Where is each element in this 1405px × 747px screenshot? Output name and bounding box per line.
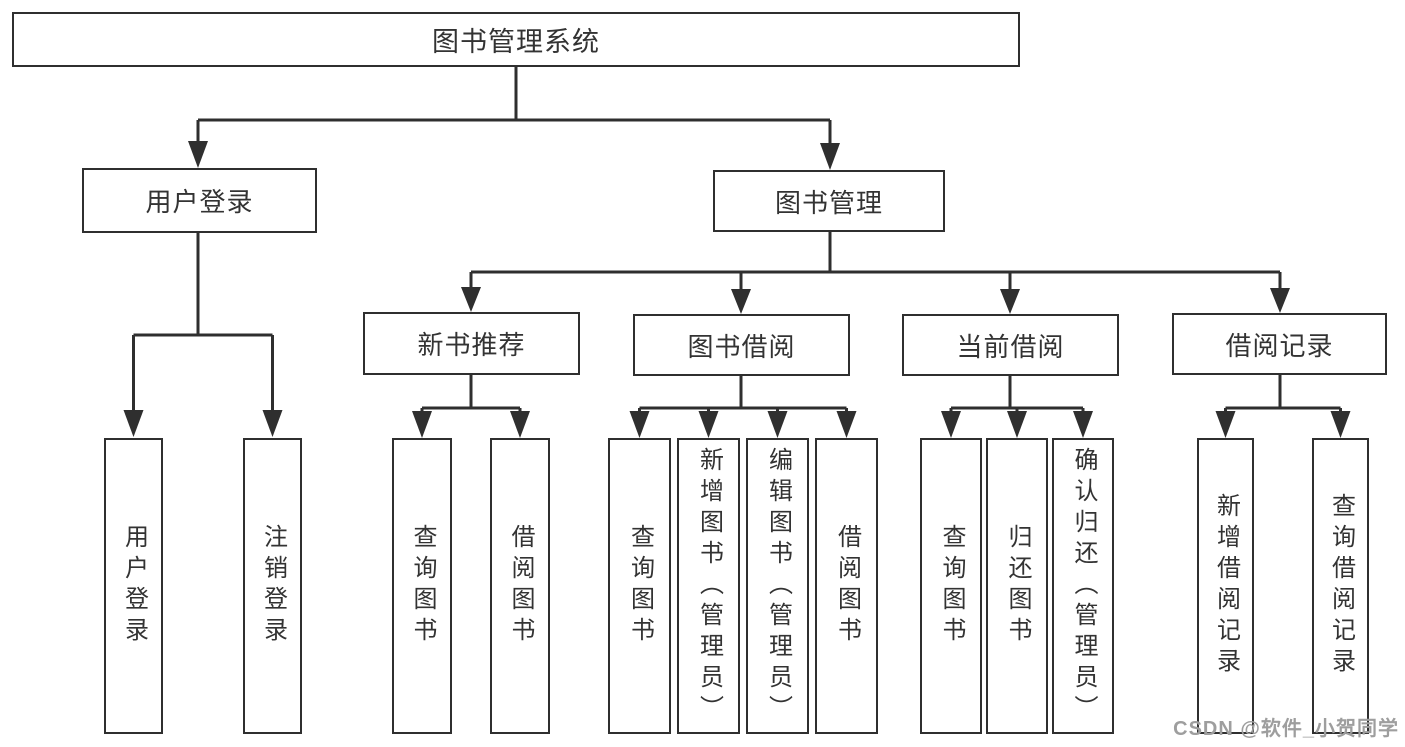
leaf-user-login: 用户登录 [104,438,163,734]
node-label: 用户登录 [145,187,254,217]
connector-userlogin-to-leaves [132,233,274,412]
node-user-login: 用户登录 [82,168,317,233]
node-label: 新增借阅记录 [1212,493,1240,679]
node-label: 图书管理 [774,187,883,218]
arrowhead [1007,411,1027,438]
connector-borrowing-to-leaves [638,376,848,414]
node-label: 确认归还（管理员） [1070,446,1097,726]
connector-newbook-to-leaves [420,375,522,414]
node-current-borrowing: 当前借阅 [902,314,1119,376]
node-label: 当前借阅 [956,331,1065,362]
node-new-book-recommend: 新书推荐 [363,312,580,375]
arrowhead [767,411,788,438]
node-label: 查询图书 [626,524,654,648]
arrowhead [1215,411,1236,438]
leaf-edit-books-admin: 编辑图书（管理员） [746,438,809,734]
leaf-query-borrow-record: 查询借阅记录 [1312,438,1369,734]
node-book-borrowing: 图书借阅 [633,314,850,376]
connector-current-to-leaves [949,376,1085,414]
node-label: 借阅图书 [507,524,534,648]
node-borrowing-records: 借阅记录 [1172,313,1387,375]
leaf-borrow-books: 借阅图书 [815,438,878,734]
arrowhead [836,411,857,438]
node-library-system: 图书管理系统 [12,12,1020,67]
node-label: 用户登录 [120,524,148,648]
node-label: 注销登录 [259,524,287,648]
arrowhead [1073,411,1093,438]
arrowhead [698,411,719,438]
connector-bookmgmt-to-level2 [469,232,1282,289]
arrowhead [941,411,961,438]
arrowhead [123,410,144,437]
arrowheads [123,141,1351,438]
node-label: 查询图书 [938,524,965,648]
arrowhead [188,141,208,168]
node-book-management: 图书管理 [713,170,945,232]
arrowhead [731,289,751,314]
node-label: 借阅图书 [833,524,861,648]
node-label: 查询图书 [409,524,436,648]
leaf-return-books: 归还图书 [986,438,1048,734]
arrowhead [262,410,283,437]
leaf-logout: 注销登录 [243,438,302,734]
arrowhead [412,411,432,438]
arrowhead [510,411,530,438]
node-label: 查询借阅记录 [1327,493,1355,679]
csdn-watermark: CSDN @软件_小贺同学 [1173,718,1399,740]
leaf-borrow-books-recommend: 借阅图书 [490,438,550,734]
node-label: 归还图书 [1004,524,1031,648]
leaf-query-books-recommend: 查询图书 [392,438,452,734]
node-label: 借阅记录 [1225,330,1334,361]
arrowhead [629,411,650,438]
node-label: 新增图书（管理员） [695,446,723,726]
connector-records-to-leaves [1224,375,1342,414]
arrowhead [1000,289,1020,314]
leaf-query-books-borrowing: 查询图书 [608,438,671,734]
leaf-add-borrow-record: 新增借阅记录 [1197,438,1254,734]
leaf-confirm-return-admin: 确认归还（管理员） [1052,438,1114,734]
leaf-query-books-current: 查询图书 [920,438,982,734]
connector-root-to-level1 [196,67,832,144]
node-label: 新书推荐 [417,330,526,360]
node-label: 图书借阅 [687,331,796,362]
arrowhead [461,287,481,312]
leaf-add-books-admin: 新增图书（管理员） [677,438,740,734]
arrowhead [1270,288,1290,313]
node-label: 图书管理系统 [432,27,600,57]
arrowhead [1330,411,1351,438]
arrowhead [820,143,840,170]
node-label: 编辑图书（管理员） [764,446,792,726]
